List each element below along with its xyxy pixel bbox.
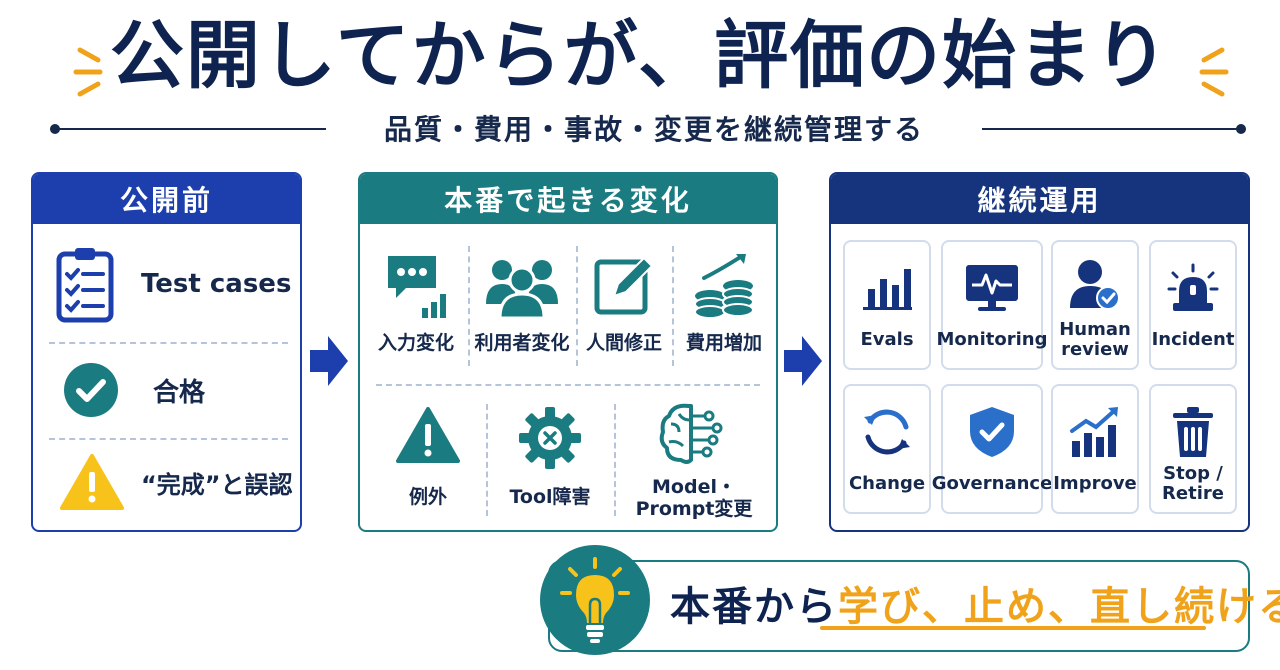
tile-monitoring: Monitoring bbox=[936, 240, 1048, 370]
item-label: 人間修正 bbox=[585, 332, 662, 354]
divider bbox=[486, 404, 488, 516]
production-changes-panel: 本番で起きる変化 入力変化 利用者変化 人間修正 bbox=[358, 172, 778, 532]
panel-header: 継続運用 bbox=[831, 174, 1248, 224]
tile-incident: Incident bbox=[1149, 240, 1237, 370]
banner-prefix: 本番から bbox=[670, 584, 838, 630]
person-check-icon bbox=[1070, 260, 1120, 310]
panel-header: 公開前 bbox=[33, 174, 300, 224]
tile-label: Change bbox=[848, 473, 926, 494]
tile-label: Improve bbox=[1053, 473, 1137, 494]
users-group-icon bbox=[486, 260, 558, 320]
list-item: Test cases bbox=[53, 244, 291, 324]
divider bbox=[614, 404, 616, 516]
tile-improve: Improve bbox=[1051, 384, 1139, 514]
lightbulb-badge bbox=[540, 545, 650, 655]
check-circle-icon bbox=[64, 363, 118, 417]
tile-label: Stop / Retire bbox=[1162, 463, 1224, 504]
trash-can-icon bbox=[1173, 407, 1213, 457]
tile-label: Evals bbox=[860, 329, 914, 350]
arrow-right-icon bbox=[310, 336, 348, 386]
banner-accent: 学び、止め、直し続ける bbox=[838, 584, 1280, 630]
item-label: “完成”と誤認 bbox=[141, 470, 293, 499]
divider bbox=[468, 246, 470, 366]
divider-line bbox=[56, 128, 326, 130]
divider-dot bbox=[1236, 124, 1246, 134]
gear-x-icon bbox=[519, 407, 581, 469]
exclamation-triangle-icon bbox=[396, 407, 460, 463]
list-item: “完成”と誤認 bbox=[59, 452, 293, 512]
list-item: 例外 bbox=[366, 406, 490, 508]
divider bbox=[376, 384, 760, 386]
shield-check-icon bbox=[970, 407, 1014, 457]
tile-stop-retire: Stop / Retire bbox=[1149, 384, 1237, 514]
coins-growth-icon bbox=[694, 254, 754, 319]
sparkle-icon bbox=[1199, 47, 1229, 97]
page-title: 公開してからが、評価の始まり bbox=[109, 13, 1171, 99]
lightbulb-icon bbox=[560, 557, 630, 643]
tile-governance: Governance bbox=[931, 384, 1053, 514]
item-label: Tool障害 bbox=[509, 486, 591, 508]
banner-text: 本番から学び、止め、直し続ける bbox=[670, 582, 1280, 632]
before-launch-panel: 公開前 Test cases 合格 “完成”と誤認 bbox=[31, 172, 302, 532]
list-item: 人間修正 bbox=[576, 252, 672, 354]
list-item: 合格 bbox=[63, 362, 205, 418]
divider bbox=[672, 246, 674, 366]
subtitle: 品質・費用・事故・変更を継続管理する bbox=[383, 113, 924, 146]
divider-dot bbox=[50, 124, 60, 134]
chat-bars-icon bbox=[388, 256, 446, 318]
monitor-pulse-icon bbox=[966, 265, 1018, 311]
edit-pencil-icon bbox=[594, 256, 654, 315]
trend-up-bars-icon bbox=[1070, 407, 1118, 457]
item-label: Test cases bbox=[141, 269, 292, 299]
key-message-banner: 本番から学び、止め、直し続ける bbox=[548, 560, 1280, 652]
sparkle-icon bbox=[73, 47, 103, 97]
item-label: 入力変化 bbox=[377, 332, 454, 354]
tile-label: Incident bbox=[1151, 329, 1235, 350]
tile-label: Human review bbox=[1059, 319, 1131, 360]
divider bbox=[49, 438, 288, 440]
item-label: 合格 bbox=[153, 377, 206, 408]
tile-label: Monitoring bbox=[936, 329, 1048, 350]
tile-human-review: Human review bbox=[1051, 240, 1139, 370]
warning-triangle-icon bbox=[60, 454, 124, 510]
list-item: 入力変化 bbox=[366, 252, 466, 354]
list-item: 利用者変化 bbox=[468, 252, 576, 354]
accent-underline bbox=[820, 626, 1206, 630]
brain-circuit-icon bbox=[659, 403, 723, 464]
item-label: 利用者変化 bbox=[474, 332, 570, 354]
item-label: Model・ Prompt変更 bbox=[635, 476, 753, 520]
tile-change: Change bbox=[843, 384, 931, 514]
divider bbox=[49, 342, 288, 344]
divider-line bbox=[982, 128, 1240, 130]
divider bbox=[576, 246, 578, 366]
panel-header: 本番で起きる変化 bbox=[360, 174, 776, 224]
clipboard-checklist-icon bbox=[56, 248, 114, 323]
list-item: Model・ Prompt変更 bbox=[614, 402, 774, 520]
continuous-ops-panel: 継続運用 Evals Monitoring bbox=[829, 172, 1250, 532]
tile-evals: Evals bbox=[843, 240, 931, 370]
list-item: 費用増加 bbox=[672, 252, 776, 354]
item-label: 例外 bbox=[408, 486, 447, 508]
alarm-light-icon bbox=[1167, 263, 1219, 311]
arrow-right-icon bbox=[784, 336, 822, 386]
refresh-cycle-icon bbox=[864, 409, 910, 455]
tile-label: Governance bbox=[931, 473, 1053, 494]
list-item: Tool障害 bbox=[486, 406, 614, 508]
bar-chart-icon bbox=[863, 269, 912, 310]
item-label: 費用増加 bbox=[685, 332, 762, 354]
